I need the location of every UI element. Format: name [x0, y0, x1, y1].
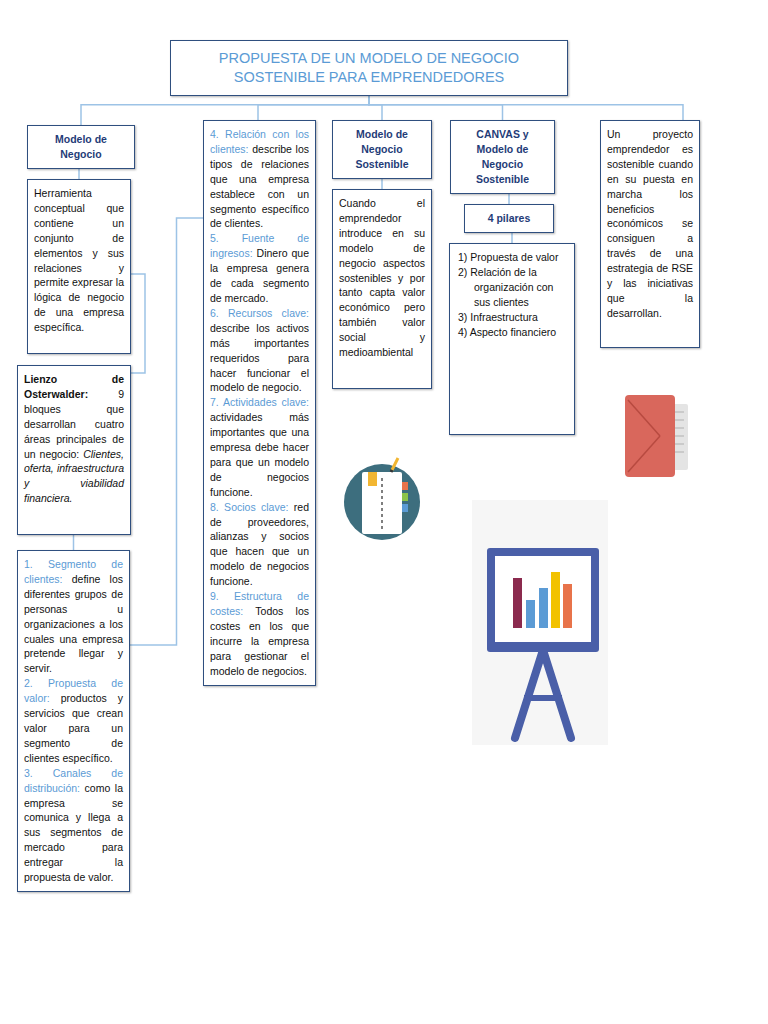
- title-box: PROPUESTA DE UN MODELO DE NEGOCIO SOSTEN…: [170, 40, 568, 96]
- node-text: Herramienta conceptual que contiene un c…: [34, 187, 124, 333]
- block-description: describe los activos más importantes req…: [210, 322, 309, 394]
- heading-box: 4 pilares: [464, 204, 554, 233]
- connector-line: [508, 194, 510, 204]
- connector-line: [381, 179, 383, 189]
- connector-line: [130, 218, 203, 645]
- connector-line: [511, 233, 513, 243]
- block-description: describe los tipos de relaciones que una…: [210, 143, 309, 230]
- heading-box: Modelo de Negocio Sostenible: [332, 120, 432, 179]
- block-heading: 8. Socios clave:: [210, 501, 288, 513]
- text-box: 1. Segmento de clientes: define los dife…: [17, 550, 130, 892]
- node-text: Modelo de Negocio Sostenible: [355, 128, 408, 170]
- heading-box: CANVAS y Modelo de Negocio Sostenible: [450, 120, 555, 194]
- notebook-icon: [344, 458, 420, 540]
- connector-line: [78, 169, 80, 179]
- node-text: Lienzo de Osterwalder:: [24, 373, 124, 400]
- block-heading: 7. Actividades clave:: [210, 396, 309, 408]
- text-box: Un proyecto emprendedor es sostenible cu…: [600, 120, 700, 348]
- connector-line: [369, 96, 683, 120]
- node-text: 4 pilares: [488, 212, 531, 224]
- connector-line: [369, 96, 382, 120]
- block-description: como la empresa se comunica y llega a su…: [24, 782, 123, 883]
- text-box: Herramienta conceptual que contiene un c…: [27, 179, 131, 354]
- heading-box: Modelo de Negocio: [27, 125, 135, 169]
- text-box: 4. Relación con los clientes: describe l…: [203, 120, 316, 686]
- connector-line: [73, 535, 75, 550]
- block-description: define los diferentes grupos de personas…: [24, 573, 123, 674]
- node-text: CANVAS y Modelo de Negocio Sostenible: [476, 128, 529, 185]
- node-text: Modelo de Negocio: [55, 133, 107, 160]
- block-description: red de proveedores, alianzas y socios qu…: [210, 501, 309, 588]
- list-item: 1) Propuesta de valor: [456, 250, 568, 265]
- list-item: 3) Infraestructura: [456, 310, 568, 325]
- list-item: 2) Relación de la organización con sus c…: [456, 265, 568, 310]
- block-heading: 6. Recursos clave:: [210, 307, 309, 319]
- text-box: 1) Propuesta de valor2) Relación de la o…: [449, 243, 575, 435]
- folder-icon: [625, 395, 688, 477]
- text-box: Lienzo de Osterwalder: 9 bloques que des…: [17, 365, 131, 535]
- title-text: PROPUESTA DE UN MODELO DE NEGOCIO SOSTEN…: [219, 50, 519, 85]
- block-description: actividades más importantes que una empr…: [210, 411, 309, 498]
- connector-line: [131, 274, 145, 373]
- text-box: Cuando el emprendedor introduce en su mo…: [332, 189, 432, 389]
- node-text: Cuando el emprendedor introduce en su mo…: [339, 197, 425, 358]
- connector-line: [258, 96, 369, 120]
- connector-line: [369, 96, 503, 120]
- node-text: Un proyecto emprendedor es sostenible cu…: [607, 128, 693, 319]
- easel-chart-icon: [472, 500, 608, 745]
- list-item: 4) Aspecto financiero: [456, 325, 568, 340]
